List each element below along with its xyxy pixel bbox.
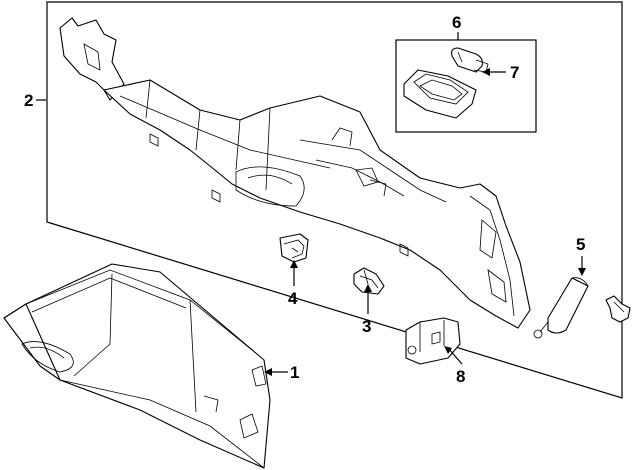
bulb-part [451, 47, 489, 73]
callout-3: 3 [362, 317, 371, 336]
bracket-part [405, 317, 461, 365]
callout-5: 5 [576, 235, 585, 254]
glove-box-housing-part [59, 17, 531, 329]
callout-7: 7 [510, 63, 519, 82]
bulb-assembly-box [395, 39, 537, 133]
assembly-frame [46, 1, 623, 399]
glove-box-door-part [3, 263, 271, 469]
callout-8: 8 [456, 367, 465, 386]
screw-part [605, 295, 631, 323]
lamp-housing-part [403, 69, 477, 119]
callout-4: 4 [288, 289, 298, 308]
latch-part [353, 267, 385, 295]
callout-6: 6 [452, 13, 461, 32]
switch-part [279, 233, 309, 263]
callout-2: 2 [24, 91, 33, 110]
callout-1: 1 [290, 363, 299, 382]
arrowheads [264, 68, 586, 376]
damper-part [533, 277, 589, 339]
